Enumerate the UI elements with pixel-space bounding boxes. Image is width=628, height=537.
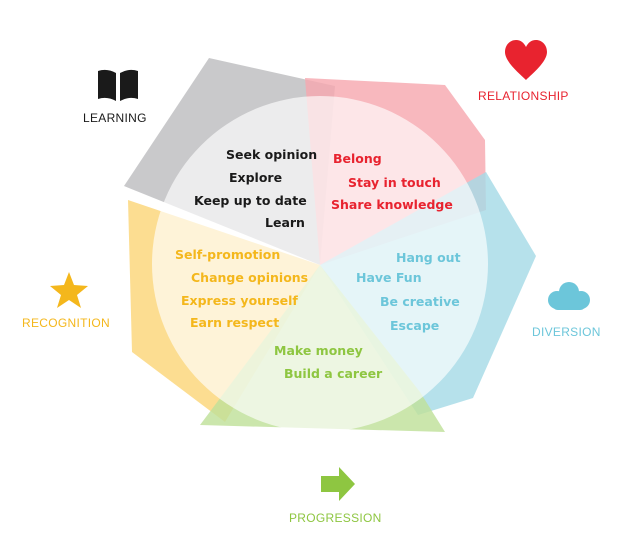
recognition-item: Self-promotion (175, 247, 281, 262)
relationship-item: Belong (333, 151, 382, 166)
progression-item: Make money (274, 343, 363, 358)
recognition-item: Express yourself (181, 293, 298, 308)
learning-item: Explore (229, 170, 283, 185)
learning-item: Learn (265, 215, 305, 230)
label-progression: PROGRESSION (289, 511, 382, 525)
recognition-item: Change opinions (191, 270, 309, 285)
learning-item: Keep up to date (194, 193, 307, 208)
diversion-item: Be creative (380, 294, 460, 309)
heart-icon (505, 40, 547, 80)
label-relationship: RELATIONSHIP (478, 89, 569, 103)
label-recognition: RECOGNITION (22, 316, 110, 330)
recognition-item: Earn respect (190, 315, 280, 330)
diversion-item: Hang out (396, 250, 461, 265)
book-icon (98, 69, 138, 101)
center-circle (152, 96, 488, 432)
learning-item: Seek opinion (226, 147, 318, 162)
progression-item: Build a career (284, 366, 383, 381)
relationship-item: Share knowledge (331, 197, 453, 212)
diversion-item: Escape (390, 318, 440, 333)
label-learning: LEARNING (83, 111, 147, 125)
label-diversion: DIVERSION (532, 325, 601, 339)
relationship-item: Stay in touch (348, 175, 441, 190)
arrow-right-icon (321, 467, 355, 501)
cloud-icon (548, 282, 590, 310)
diversion-item: Have Fun (356, 270, 422, 285)
star-icon (50, 272, 88, 308)
